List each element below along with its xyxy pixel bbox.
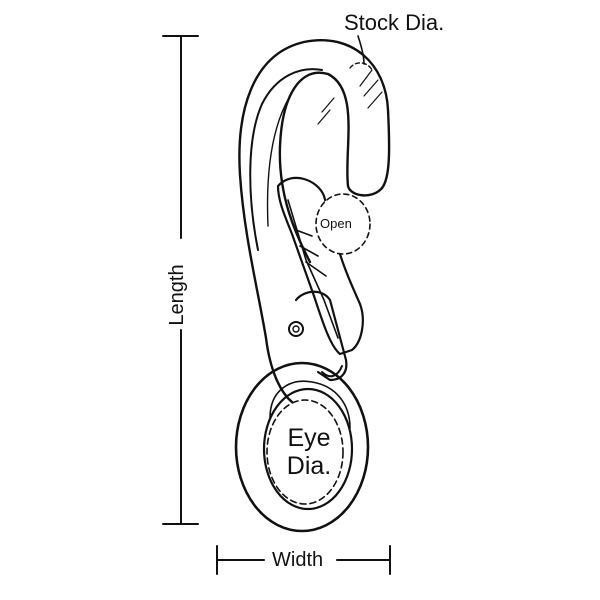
eye-dia-label: Eye Dia. <box>264 424 354 480</box>
stock-dia-dashed-circle <box>349 62 373 71</box>
gate-arm <box>321 365 343 378</box>
gate-hinge-block <box>294 290 348 382</box>
hook-inner-crease <box>266 95 291 227</box>
spring-gate <box>276 176 364 356</box>
eye-inner-shadow <box>269 380 351 429</box>
rivet-outer <box>288 321 304 337</box>
length-label: Length <box>166 264 188 326</box>
hook-body-outline <box>238 39 391 404</box>
width-label: Width <box>272 549 324 571</box>
spring-gate-slot <box>295 229 327 277</box>
open-dashed-circle <box>315 193 371 255</box>
eye-dia-dashed-circle <box>266 399 344 505</box>
width-dimension <box>216 545 391 575</box>
eye-dia-label-line1: Eye <box>287 424 331 452</box>
eye-inner-ring <box>262 387 354 511</box>
open-label: Open <box>320 216 352 231</box>
hook-shading <box>317 69 383 125</box>
hook-inner-shank <box>249 68 323 251</box>
eye-outer-ring <box>234 361 370 533</box>
stock-dia-leader <box>357 35 365 65</box>
stock-dia-label: Stock Dia. <box>344 10 445 35</box>
eye-dia-label-line2: Dia. <box>286 452 332 480</box>
length-dimension <box>162 35 199 525</box>
rivet-inner <box>292 325 300 333</box>
